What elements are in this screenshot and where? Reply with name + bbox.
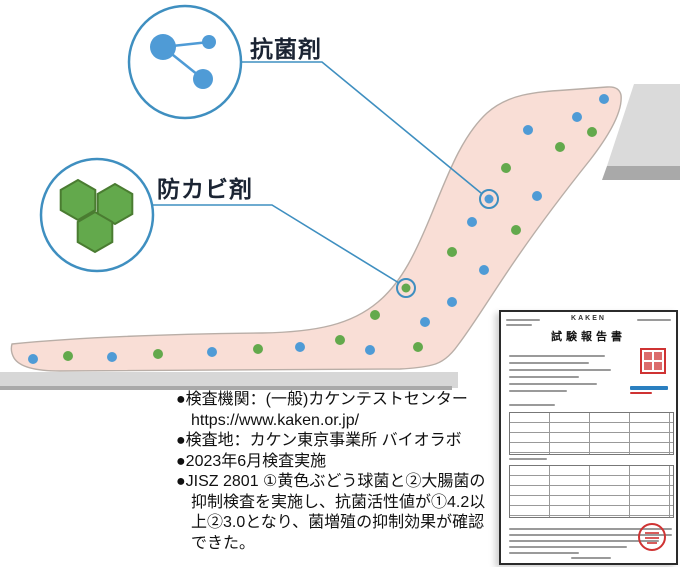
antibacterial-dot bbox=[447, 297, 457, 307]
doc-number-mark bbox=[637, 319, 671, 321]
antifungal-callout bbox=[39, 157, 155, 273]
antibacterial-dot bbox=[532, 191, 542, 201]
dots-layer bbox=[28, 94, 609, 364]
note-jis-test-1: ●JISZ 2801 ①黄色ぶどう球菌と②大腸菌の bbox=[176, 473, 486, 490]
antifungal-dot bbox=[335, 335, 345, 345]
red-seal-stamp bbox=[640, 348, 666, 374]
antibacterial-dot bbox=[572, 112, 582, 122]
antibacterial-dot bbox=[420, 317, 430, 327]
sealant-body bbox=[10, 86, 622, 372]
wall-section bbox=[602, 84, 680, 180]
note-jis-test-3: 上②3.0となり、菌増殖の抑制効果が確認 bbox=[191, 514, 485, 531]
note-jis-test-2: 抑制検査を実施し、抗菌活性値が①4.2以 bbox=[191, 493, 486, 511]
antibacterial-label: 抗菌剤 bbox=[250, 36, 322, 62]
antibacterial-dot bbox=[207, 347, 217, 357]
note-inspection-org: ●検査機関：(一般)カケンテストセンター bbox=[176, 391, 468, 408]
kaken-url-link[interactable]: https://www.kaken.or.jp/ bbox=[191, 411, 360, 429]
doc-page-mark bbox=[571, 557, 611, 559]
antifungal-dot bbox=[447, 247, 457, 257]
antifungal-dot bbox=[63, 351, 73, 361]
floor-section bbox=[0, 372, 458, 390]
antifungal-dot bbox=[555, 142, 565, 152]
antibacterial-dot bbox=[479, 265, 489, 275]
inspection-notes: ●検査機関：(一般)カケンテストセンター https://www.kaken.o… bbox=[176, 390, 508, 554]
antifungal-label: 防カビ剤 bbox=[157, 176, 253, 202]
doc-footer-lines bbox=[509, 524, 672, 558]
result-table-1 bbox=[509, 412, 674, 455]
antibacterial-dot bbox=[599, 94, 609, 104]
doc-field-lines bbox=[509, 350, 615, 397]
antifungal-dot bbox=[413, 342, 423, 352]
doc-code-marks bbox=[506, 316, 550, 329]
antibacterial-dot bbox=[107, 352, 117, 362]
antibacterial-dot bbox=[295, 342, 305, 352]
antifungal-dot bbox=[253, 344, 263, 354]
doc-section-2-label bbox=[509, 458, 547, 460]
antifungal-dot bbox=[511, 225, 521, 235]
molecule-icon bbox=[150, 34, 216, 89]
highlighted-antifungal-dot bbox=[396, 278, 416, 298]
result-table-2 bbox=[509, 465, 674, 518]
antibacterial-pointer-line bbox=[241, 61, 482, 194]
antibacterial-dot bbox=[28, 354, 38, 364]
doc-brand: KAKEN bbox=[571, 315, 606, 322]
doc-title: 試験報告書 bbox=[551, 331, 626, 343]
test-report-document[interactable]: KAKEN 試験報告書 bbox=[499, 310, 678, 565]
antifungal-dot bbox=[587, 127, 597, 137]
antibacterial-dot bbox=[467, 217, 477, 227]
antifungal-dot bbox=[370, 310, 380, 320]
doc-section-1-label bbox=[509, 404, 555, 406]
antifungal-dot bbox=[153, 349, 163, 359]
note-inspection-site: ●検査地：カケン東京事業所 バイオラボ bbox=[176, 432, 462, 449]
antifungal-dot bbox=[501, 163, 511, 173]
round-red-stamp bbox=[638, 523, 666, 551]
antibacterial-dot bbox=[523, 125, 533, 135]
antifungal-pointer-line bbox=[152, 204, 400, 284]
note-jis-test-4: できた。 bbox=[191, 534, 256, 552]
hexagon-molecules-icon bbox=[59, 178, 134, 254]
highlight-layer bbox=[396, 189, 499, 298]
highlighted-antibacterial-dot bbox=[479, 189, 499, 209]
antibacterial-dot bbox=[365, 345, 375, 355]
kaken-logo-mark bbox=[630, 386, 668, 394]
note-inspection-date: ●2023年6月検査実施 bbox=[176, 452, 327, 470]
antibacterial-callout bbox=[127, 4, 243, 120]
